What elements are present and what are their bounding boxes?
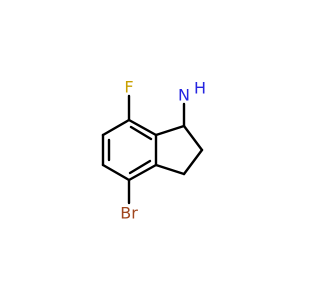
atom-fluorine: F [124,78,133,97]
double-bond-c7-c7a [129,125,153,141]
atom-nitrogen: N [178,86,190,105]
molecule-structure: F N H Br [101,78,206,223]
structure-canvas: F N H Br [101,78,206,223]
bond-c2-c3 [182,148,204,176]
bond-c7a-c1 [154,124,186,137]
bond-c3-c3a [154,163,186,176]
double-bond-c3a-c4 [128,159,152,175]
atom-bromine: Br [120,204,138,223]
bond-c3a-c4 [127,163,158,182]
bond-c7-c7a [127,118,158,137]
bond-c6-c7 [101,118,131,137]
atom-hydrogen: H [194,79,206,98]
bond-c1-c2 [182,124,204,152]
bond-c4-c5 [101,163,131,182]
